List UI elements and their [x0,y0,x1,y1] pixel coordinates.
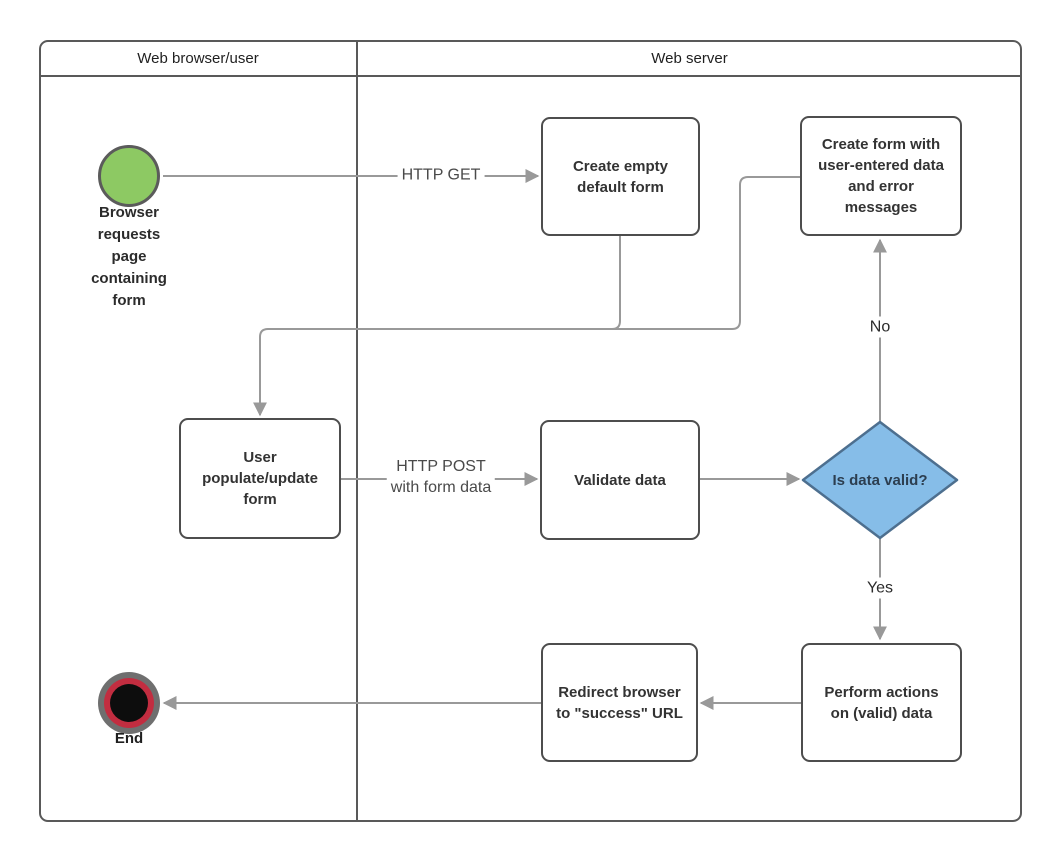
lane-title-web-browser: Web browser/user [137,49,259,67]
edge-label-no: No [865,316,895,338]
edge-label-yes: Yes [862,577,898,599]
node-label: Perform actions on (valid) data [824,683,939,722]
edge-label-http-post: HTTP POST with form data [386,456,496,498]
lane-title-web-server: Web server [651,49,728,67]
node-create-form-with-errors: Create form with user-entered data and e… [800,116,962,236]
decision-label: Is data valid? [832,471,928,489]
swimlane-pool [39,40,1022,822]
node-create-empty-default-form: Create empty default form [541,117,700,236]
node-label: Redirect browser to "success" URL [556,683,683,722]
start-node-label: Browser requests page containing form [91,204,167,309]
node-redirect-browser: Redirect browser to "success" URL [541,643,698,762]
node-perform-actions: Perform actions on (valid) data [801,643,962,762]
end-node [98,672,160,734]
edge-label-http-post-line1: HTTP POST [396,458,486,475]
node-user-populate-update-form: User populate/update form [179,418,341,539]
edge-label-http-get: HTTP GET [397,164,485,186]
node-label: Create form with user-entered data and e… [818,136,944,216]
end-node-core [110,684,148,722]
node-label: User populate/update form [202,449,318,508]
decision-diamond-shape [801,420,959,540]
node-label: Create empty default form [572,157,669,196]
lane-divider [356,42,358,820]
decision-is-data-valid: Is data valid? [801,420,959,540]
edge-label-http-post-line2: with form data [390,479,492,496]
start-node [98,145,160,207]
lane-header-separator [40,75,1021,77]
node-validate-data: Validate data [540,420,700,540]
node-label: Validate data [574,471,666,489]
end-node-label: End [114,730,144,747]
